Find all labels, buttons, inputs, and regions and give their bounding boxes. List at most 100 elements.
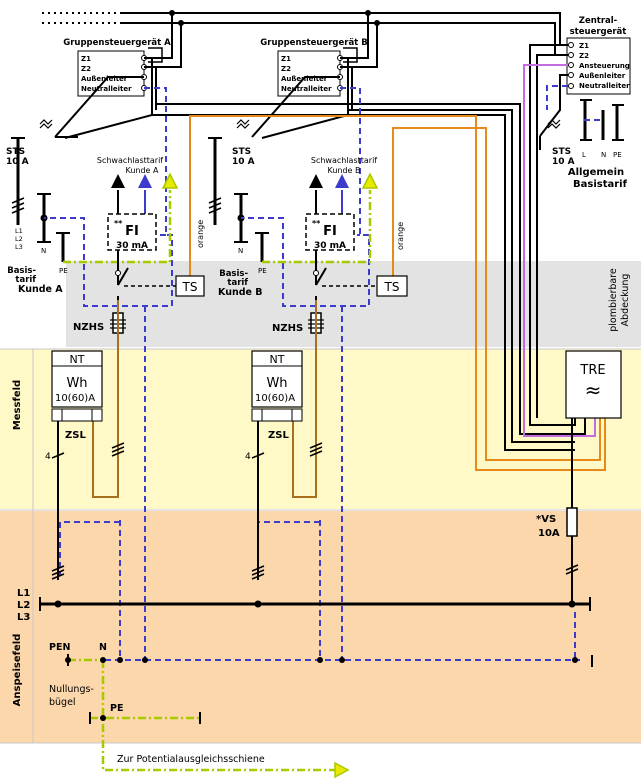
svg-text:10(60)A: 10(60)A	[55, 393, 95, 404]
orange-wires	[189, 115, 606, 471]
svg-text:≈: ≈	[585, 378, 602, 402]
ts-label-a: TS	[182, 280, 198, 294]
svg-text:Zur Potentialausgleichsschiene: Zur Potentialausgleichsschiene	[117, 754, 265, 765]
ts-label-b: TS	[384, 280, 400, 294]
svg-text:Kunde A: Kunde A	[125, 166, 159, 175]
svg-text:Schwachlasttarif: Schwachlasttarif	[311, 156, 377, 165]
schwachlast-arrows-a	[111, 172, 179, 220]
svg-text:FI: FI	[323, 224, 337, 239]
svg-text:Basis-: Basis-	[219, 269, 248, 279]
brown-wire-ticks	[111, 442, 323, 457]
svg-text:L1: L1	[17, 588, 30, 599]
text-labels: STS 10 A STS 10 A STS 10 A Schwachlastta…	[6, 147, 631, 765]
svg-text:N: N	[238, 247, 243, 255]
svg-text:Neutralleiter: Neutralleiter	[281, 85, 332, 93]
pe-wires	[63, 190, 372, 772]
svg-text:PEN: PEN	[49, 642, 70, 653]
meter-wire-ticks	[51, 452, 265, 580]
svg-text:*VS: *VS	[536, 514, 556, 525]
svg-text:N: N	[41, 247, 46, 255]
anspeisefeld-zone	[0, 511, 641, 743]
wire-count-a: 4	[45, 452, 51, 462]
fi-block-b: ** FI 30 mA	[305, 213, 355, 251]
svg-text:30 mA: 30 mA	[314, 241, 346, 251]
pen-bar	[65, 654, 578, 721]
svg-text:Neutralleiter: Neutralleiter	[579, 82, 630, 90]
svg-text:Anspeisefeld: Anspeisefeld	[12, 634, 23, 707]
svg-text:NT: NT	[270, 353, 285, 366]
gsg-a-title: Gruppensteuergerät A	[63, 38, 171, 48]
svg-text:NZHS: NZHS	[73, 322, 104, 333]
svg-text:Z1: Z1	[281, 55, 291, 63]
tre-receiver: TRE ≈	[565, 350, 622, 605]
svg-text:PE: PE	[59, 267, 68, 275]
ts-relay-b: TS	[313, 250, 408, 297]
svg-text:Basis-: Basis-	[7, 266, 36, 276]
svg-text:bügel: bügel	[49, 697, 76, 708]
svg-text:tarif: tarif	[15, 275, 36, 285]
svg-text:Ansteuerung: Ansteuerung	[579, 62, 630, 70]
sts-switch-b	[208, 119, 250, 225]
svg-text:Wh: Wh	[66, 376, 87, 391]
svg-text:L3: L3	[17, 612, 30, 623]
svg-text:Z2: Z2	[579, 52, 589, 60]
svg-text:ZSL: ZSL	[65, 430, 86, 441]
brown-wires	[92, 300, 317, 498]
svg-text:Z1: Z1	[579, 42, 589, 50]
svg-text:ZSL: ZSL	[268, 430, 289, 441]
svg-text:10A: 10A	[538, 528, 560, 539]
fi-block-a: ** FI 30 mA	[107, 213, 157, 251]
violet-control-wire	[523, 64, 596, 437]
svg-text:NT: NT	[70, 353, 85, 366]
meter-a: NT Wh 10(60)A	[51, 350, 103, 580]
svg-text:Kunde B: Kunde B	[327, 166, 360, 175]
svg-text:L: L	[582, 151, 586, 159]
svg-text:Z2: Z2	[281, 65, 291, 73]
svg-text:Abdeckung: Abdeckung	[620, 274, 631, 327]
svg-text:plombierbare: plombierbare	[608, 268, 619, 332]
svg-text:Wh: Wh	[266, 376, 287, 391]
svg-text:PE: PE	[258, 267, 267, 275]
svg-text:Z1: Z1	[81, 55, 91, 63]
svg-text:10 A: 10 A	[232, 157, 255, 167]
svg-text:Messfeld: Messfeld	[12, 380, 23, 430]
sts-switch-a	[11, 119, 78, 225]
svg-text:Schwachlasttarif: Schwachlasttarif	[97, 156, 163, 165]
svg-text:Kunde A: Kunde A	[18, 284, 63, 295]
svg-text:30 mA: 30 mA	[116, 241, 148, 251]
gsg-b-title: Gruppensteuergerät B	[260, 38, 367, 48]
zentralsteuergeraet: Zentral- steuergerät Z1 Z2 Ansteuerung A…	[566, 16, 631, 95]
svg-text:STS: STS	[6, 147, 25, 157]
svg-text:Allgemein: Allgemein	[568, 167, 624, 178]
svg-text:Kunde B: Kunde B	[218, 287, 263, 298]
svg-text:STS: STS	[232, 147, 251, 157]
neutral-wires	[44, 85, 603, 661]
meter-b: NT Wh 10(60)A	[251, 350, 303, 580]
svg-text:L2: L2	[17, 600, 30, 611]
svg-text:PE: PE	[110, 703, 123, 714]
svg-text:**: **	[312, 219, 321, 228]
svg-text:10 A: 10 A	[6, 157, 29, 167]
svg-text:STS: STS	[552, 147, 571, 157]
svg-text:orange: orange	[396, 222, 405, 250]
svg-text:L3: L3	[15, 243, 23, 251]
svg-text:**: **	[114, 219, 123, 228]
svg-text:tarif: tarif	[227, 278, 248, 288]
svg-text:Neutralleiter: Neutralleiter	[81, 85, 132, 93]
svg-text:Zentral-: Zentral-	[579, 16, 618, 26]
potential-arrow	[334, 761, 350, 779]
svg-text:TRE: TRE	[579, 363, 605, 378]
svg-text:orange: orange	[196, 220, 205, 248]
svg-text:L1: L1	[15, 227, 23, 235]
ts-relay-a: TS	[115, 250, 205, 297]
svg-text:10 A: 10 A	[552, 157, 575, 167]
svg-text:Außenleiter: Außenleiter	[579, 72, 626, 80]
abdeckung-zone	[66, 261, 641, 347]
sts-switch-allgemein	[539, 99, 624, 150]
main-busbar	[39, 597, 591, 611]
svg-text:N: N	[99, 642, 107, 653]
svg-text:L2: L2	[15, 235, 23, 243]
svg-text:NZHS: NZHS	[272, 323, 303, 334]
svg-text:10(60)A: 10(60)A	[255, 393, 295, 404]
